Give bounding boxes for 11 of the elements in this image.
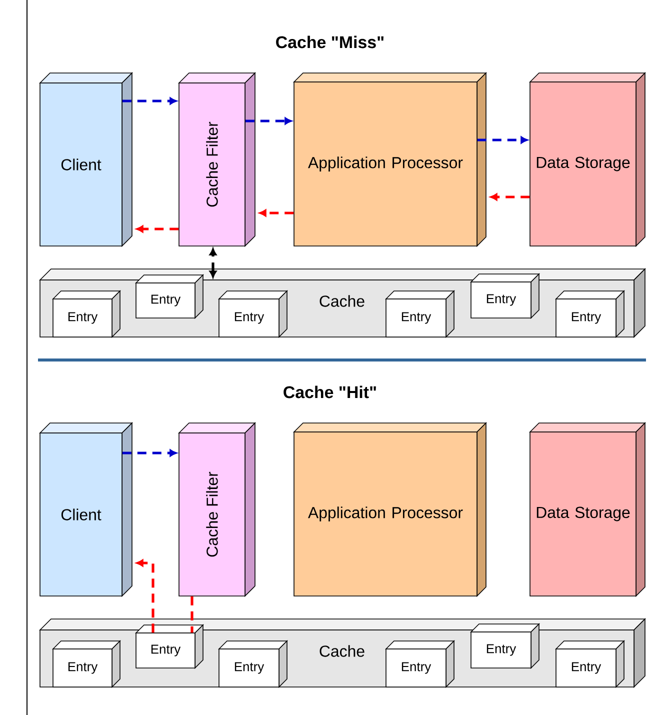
arrow — [136, 559, 154, 633]
arrow — [136, 225, 179, 233]
panel-title: Cache "Miss" — [276, 36, 384, 48]
arrow — [259, 209, 294, 217]
arrow — [490, 193, 530, 201]
arrow — [122, 449, 177, 457]
arrow — [209, 248, 217, 278]
panel-title: Cache "Hit" — [284, 386, 376, 398]
arrow — [245, 117, 292, 125]
arrow — [477, 136, 528, 144]
arrow — [122, 97, 177, 105]
